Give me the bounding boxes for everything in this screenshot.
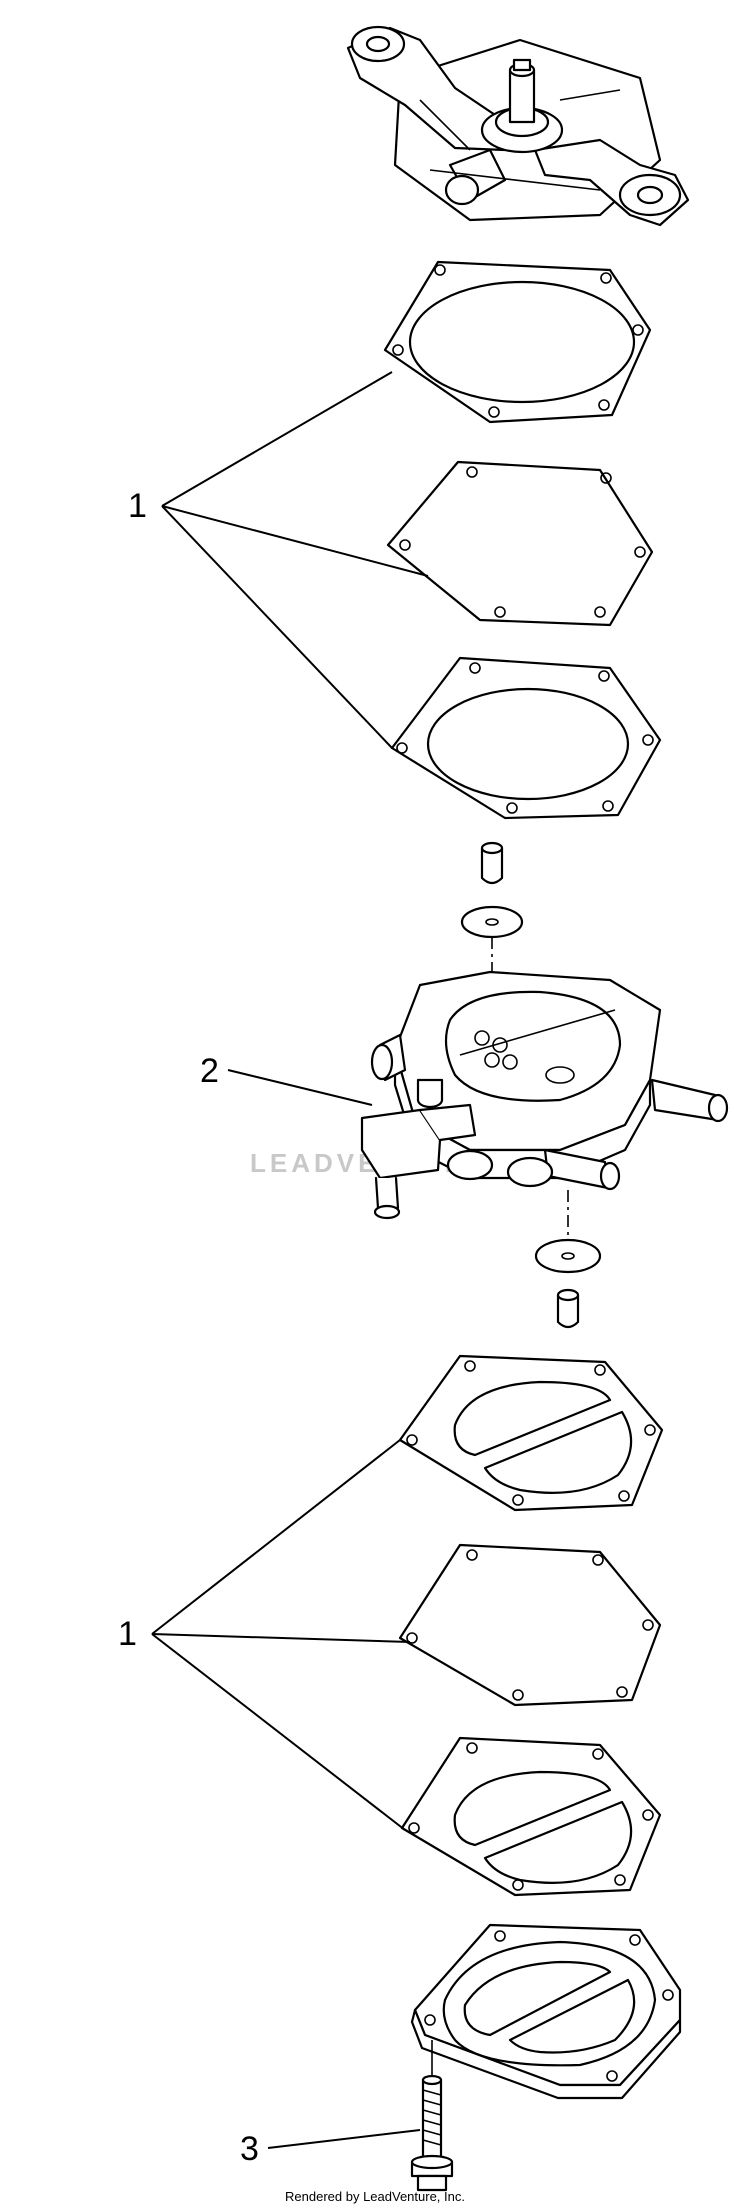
- diaphragm-lower: [398, 1543, 662, 1707]
- check-valve-lower: [534, 1190, 602, 1329]
- diaphragm-upper: [386, 460, 654, 627]
- gasket-upper-2: [390, 656, 662, 820]
- callout-1-lower: 1: [118, 1439, 411, 1831]
- gasket-lower-2: [400, 1736, 662, 1897]
- pump-bottom-cover: [410, 1923, 682, 2100]
- pump-body: [360, 970, 729, 1220]
- gasket-upper-1: [383, 260, 652, 424]
- callout-3: 3: [240, 2129, 421, 2168]
- gasket-lower-1: [398, 1354, 664, 1512]
- callout-2: 2: [200, 1052, 373, 1106]
- check-valve-upper: [460, 841, 524, 1010]
- pump-cover-assembly: [346, 25, 690, 227]
- svg-text:3: 3: [240, 2130, 259, 2168]
- svg-text:1: 1: [118, 1615, 137, 1653]
- screw: [410, 2040, 454, 2192]
- svg-text:1: 1: [128, 487, 147, 525]
- svg-text:2: 2: [200, 1052, 219, 1090]
- footer-credit: Rendered by LeadVenture, Inc.: [285, 2189, 465, 2204]
- callout-1-upper: 1: [128, 371, 429, 749]
